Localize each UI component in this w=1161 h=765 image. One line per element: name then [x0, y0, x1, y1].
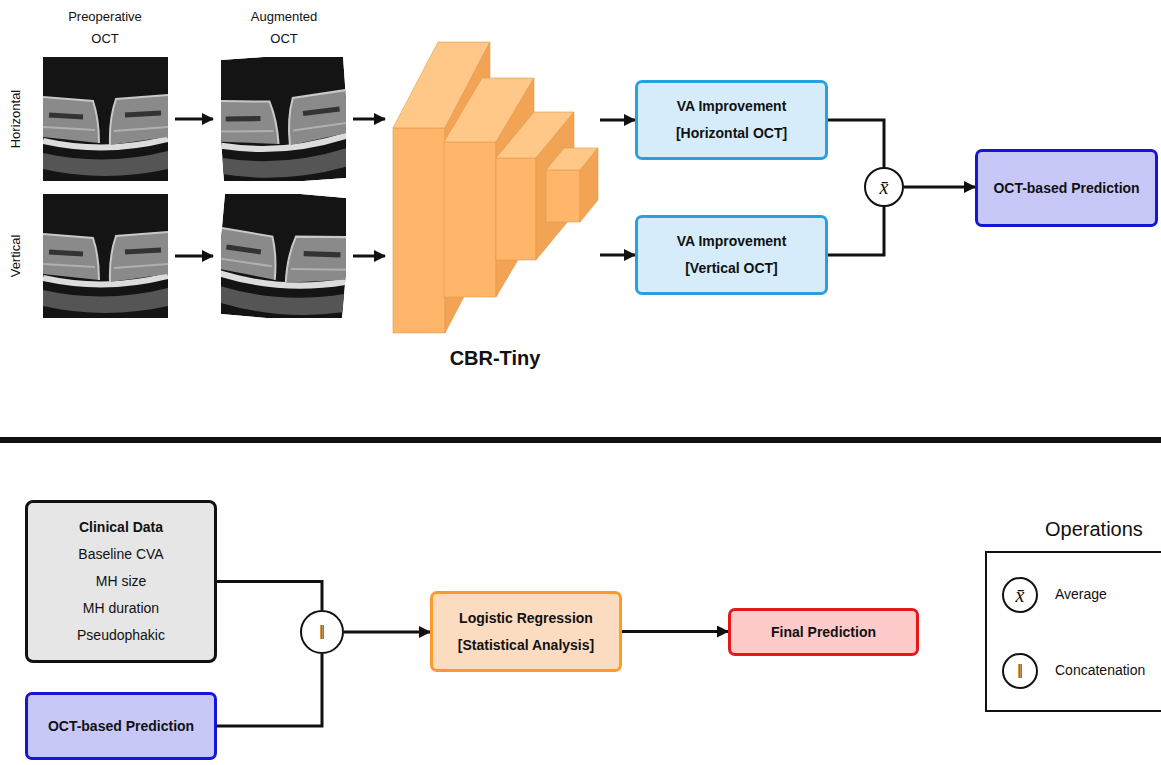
legend-label: Average [1055, 584, 1107, 604]
box-item: MH size [96, 568, 147, 595]
operation-circle: x̄ [864, 167, 904, 207]
operation-symbol: x̄ [880, 176, 889, 198]
operation-symbol: x̄ [1016, 584, 1025, 606]
box-label: OCT-based Prediction [48, 713, 194, 740]
connector [904, 186, 975, 189]
flow-arrows [175, 119, 385, 256]
prediction-box: OCT-based Prediction [975, 149, 1158, 227]
box-label: OCT-based Prediction [993, 175, 1139, 202]
data-box: Clinical DataBaseline CVAMH sizeMH durat… [25, 500, 217, 663]
connector [217, 582, 322, 611]
legend-label: Concatenation [1055, 660, 1145, 680]
connector [600, 119, 635, 122]
operation-symbol: ‖ [319, 621, 325, 643]
box-heading: Clinical Data [79, 514, 163, 541]
operation-circle: ‖ [300, 610, 344, 654]
connector [828, 120, 884, 167]
connector [622, 630, 728, 633]
box-label: VA Improvement [Vertical OCT] [652, 228, 812, 282]
box-item: Pseudophakic [77, 622, 165, 649]
box-label: Final Prediction [771, 619, 876, 646]
cnn-model: CBR-Tiny [390, 40, 600, 374]
divider-bar [0, 437, 1161, 443]
box-item: MH duration [83, 595, 159, 622]
row-label: Horizontal [5, 69, 27, 169]
connector [600, 254, 635, 257]
row-label: Vertical [5, 206, 27, 306]
cnn-blocks [393, 42, 598, 333]
prediction-box: OCT-based Prediction [25, 692, 217, 760]
legend-box: Operationsx̄‖AverageConcatenation [985, 551, 1161, 712]
column-label: Augmented OCT [244, 6, 324, 50]
box-label: VA Improvement [Horizontal OCT] [652, 93, 812, 147]
process-box: VA Improvement [Vertical OCT] [635, 215, 828, 295]
oct-image [43, 57, 168, 181]
legend-title: Operations [1045, 517, 1143, 541]
box-item: Baseline CVA [78, 541, 163, 568]
model-name: CBR-Tiny [450, 346, 541, 370]
operation-symbol: ‖ [1017, 660, 1023, 682]
process-box: VA Improvement [Horizontal OCT] [635, 80, 828, 160]
column-label: Preoperative OCT [60, 6, 150, 50]
connector [828, 207, 884, 255]
connector [344, 631, 430, 634]
process-box: Logistic Regression [Statistical Analysi… [430, 591, 622, 672]
augmented-oct-image [221, 57, 346, 181]
augmented-oct-image [221, 194, 346, 318]
box-label: Logistic Regression [Statistical Analysi… [446, 605, 606, 659]
result-box: Final Prediction [728, 608, 919, 656]
oct-image [43, 194, 168, 318]
connector [217, 654, 322, 726]
operation-circle: ‖ [1002, 653, 1038, 689]
operation-circle: x̄ [1002, 577, 1038, 613]
